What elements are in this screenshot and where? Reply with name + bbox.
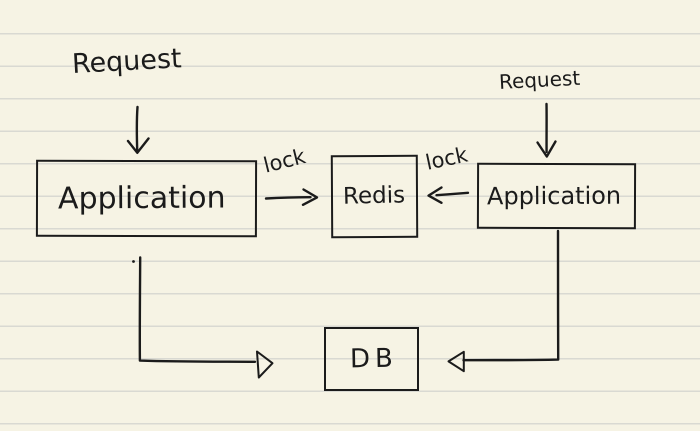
node-application-right-label: Application <box>486 181 622 211</box>
node-redis-label: Redis <box>343 182 406 210</box>
lock-arrow-left-shaft <box>264 196 312 200</box>
ruled-lines <box>0 33 700 431</box>
node-db-label: DB <box>349 343 398 375</box>
request-arrow-left-head <box>126 137 150 154</box>
lock-arrow-left-head <box>301 188 319 206</box>
left-elbow-connector <box>138 256 257 363</box>
left-open-triangle-head <box>256 350 274 379</box>
lock-arrow-right-head <box>427 186 443 204</box>
node-application-right: Application <box>476 162 637 230</box>
request-arrow-left-shaft <box>135 105 139 152</box>
right-elbow-connector <box>462 229 560 362</box>
node-db: DB <box>324 327 419 391</box>
node-application-left-label: Application <box>57 179 226 216</box>
lock-arrow-right-shaft <box>435 191 470 197</box>
request-arrow-right-head <box>536 140 557 158</box>
pen-dot <box>132 260 135 263</box>
request-label-left: Request <box>71 43 183 80</box>
node-redis: Redis <box>330 154 419 239</box>
request-label-right: Request <box>498 65 581 94</box>
right-open-triangle-head <box>447 350 465 373</box>
node-application-left: Application <box>35 159 258 238</box>
